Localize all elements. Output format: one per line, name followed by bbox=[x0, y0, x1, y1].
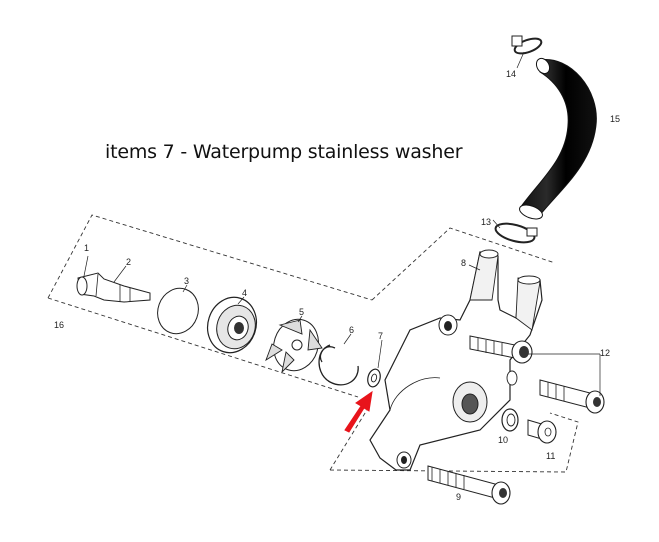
highlight-arrow bbox=[344, 390, 373, 433]
assembly-outline-16 bbox=[47, 214, 579, 473]
label-part-5: 5 bbox=[299, 307, 304, 317]
seal-part-4 bbox=[206, 296, 258, 354]
label-part-3: 3 bbox=[184, 276, 189, 286]
clamp-part-14 bbox=[511, 35, 543, 55]
hose-part-15 bbox=[519, 59, 597, 216]
clamp-part-13 bbox=[494, 222, 538, 244]
diagram-caption: items 7 - Waterpump stainless washer bbox=[105, 141, 463, 163]
impeller-part-5 bbox=[265, 318, 323, 374]
bolt-part-12-upper bbox=[469, 335, 533, 364]
label-part-16: 16 bbox=[54, 320, 64, 330]
washer-part-10 bbox=[501, 408, 519, 432]
drain-bolt-part-11 bbox=[527, 419, 557, 444]
bolt-part-9 bbox=[427, 465, 511, 505]
label-part-8: 8 bbox=[461, 258, 466, 268]
label-part-9: 9 bbox=[456, 492, 461, 502]
circlip-part-6 bbox=[318, 344, 359, 386]
bolt-part-12-lower bbox=[539, 379, 605, 414]
oring-part-3 bbox=[157, 287, 199, 335]
washer-part-7 bbox=[367, 368, 381, 388]
pump-housing-part-8 bbox=[369, 249, 543, 471]
label-part-13: 13 bbox=[481, 217, 491, 227]
label-part-7: 7 bbox=[378, 331, 383, 341]
label-part-14: 14 bbox=[506, 69, 516, 79]
label-part-4: 4 bbox=[242, 288, 247, 298]
label-part-12: 12 bbox=[600, 348, 610, 358]
leader-lines bbox=[83, 51, 601, 396]
shaft-part-2 bbox=[76, 272, 151, 303]
label-part-15: 15 bbox=[610, 114, 620, 124]
label-part-6: 6 bbox=[349, 325, 354, 335]
label-part-1: 1 bbox=[84, 243, 89, 253]
label-part-11: 11 bbox=[546, 451, 555, 461]
label-part-2: 2 bbox=[126, 257, 131, 267]
label-part-10: 10 bbox=[498, 435, 508, 445]
